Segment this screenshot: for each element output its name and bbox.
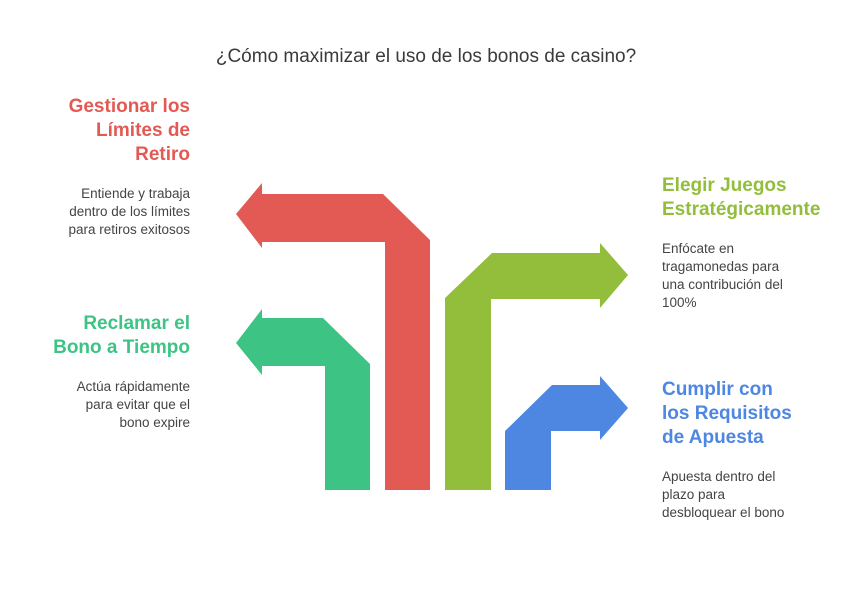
item-retiro-heading: Gestionar los Límites de Retiro (20, 95, 190, 167)
item-tiempo-description: Actúa rápidamente para evitar que el bon… (20, 378, 190, 432)
heading-line: Límites de (96, 120, 190, 141)
heading-line: Estratégicamente (662, 199, 821, 220)
heading-line: Bono a Tiempo (53, 337, 190, 358)
description-line: tragamonedas para (662, 259, 780, 274)
description-line: dentro de los límites (69, 204, 190, 219)
description-line: bono expire (119, 415, 190, 430)
description-line: Apuesta dentro del (662, 469, 776, 484)
arrow-tiempo (236, 309, 370, 490)
item-apuesta: Cumplir con los Requisitos de Apuesta Ap… (662, 378, 842, 522)
item-apuesta-description: Apuesta dentro del plazo para desbloquea… (662, 468, 842, 522)
description-line: Actúa rápidamente (76, 379, 190, 394)
description-line: desbloquear el bono (662, 505, 785, 520)
heading-line: de Apuesta (662, 427, 764, 448)
item-juegos-heading: Elegir Juegos Estratégicamente (662, 174, 842, 222)
description-line: para retiros exitosos (68, 222, 190, 237)
description-line: 100% (662, 295, 697, 310)
description-line: Entiende y trabaja (81, 186, 190, 201)
heading-line: Cumplir con (662, 379, 773, 400)
item-juegos-description: Enfócate en tragamonedas para una contri… (662, 240, 842, 312)
item-retiro: Gestionar los Límites de Retiro Entiende… (20, 95, 190, 239)
arrow-juegos (445, 243, 628, 490)
description-line: Enfócate en (662, 241, 735, 256)
item-tiempo-heading: Reclamar el Bono a Tiempo (20, 312, 190, 360)
heading-line: Reclamar el (83, 313, 190, 334)
heading-line: los Requisitos (662, 403, 792, 424)
item-apuesta-heading: Cumplir con los Requisitos de Apuesta (662, 378, 842, 450)
item-retiro-description: Entiende y trabaja dentro de los límites… (20, 185, 190, 239)
description-line: para evitar que el (85, 397, 190, 412)
description-line: plazo para (662, 487, 726, 502)
item-juegos: Elegir Juegos Estratégicamente Enfócate … (662, 174, 842, 312)
heading-line: Elegir Juegos (662, 175, 787, 196)
diagram-title: ¿Cómo maximizar el uso de los bonos de c… (215, 46, 637, 67)
description-line: una contribución del (662, 277, 783, 292)
arrow-apuesta (505, 376, 628, 490)
item-tiempo: Reclamar el Bono a Tiempo Actúa rápidame… (20, 312, 190, 432)
heading-line: Gestionar los (68, 96, 190, 117)
heading-line: Retiro (135, 144, 190, 165)
arrow-retiro (236, 183, 430, 490)
